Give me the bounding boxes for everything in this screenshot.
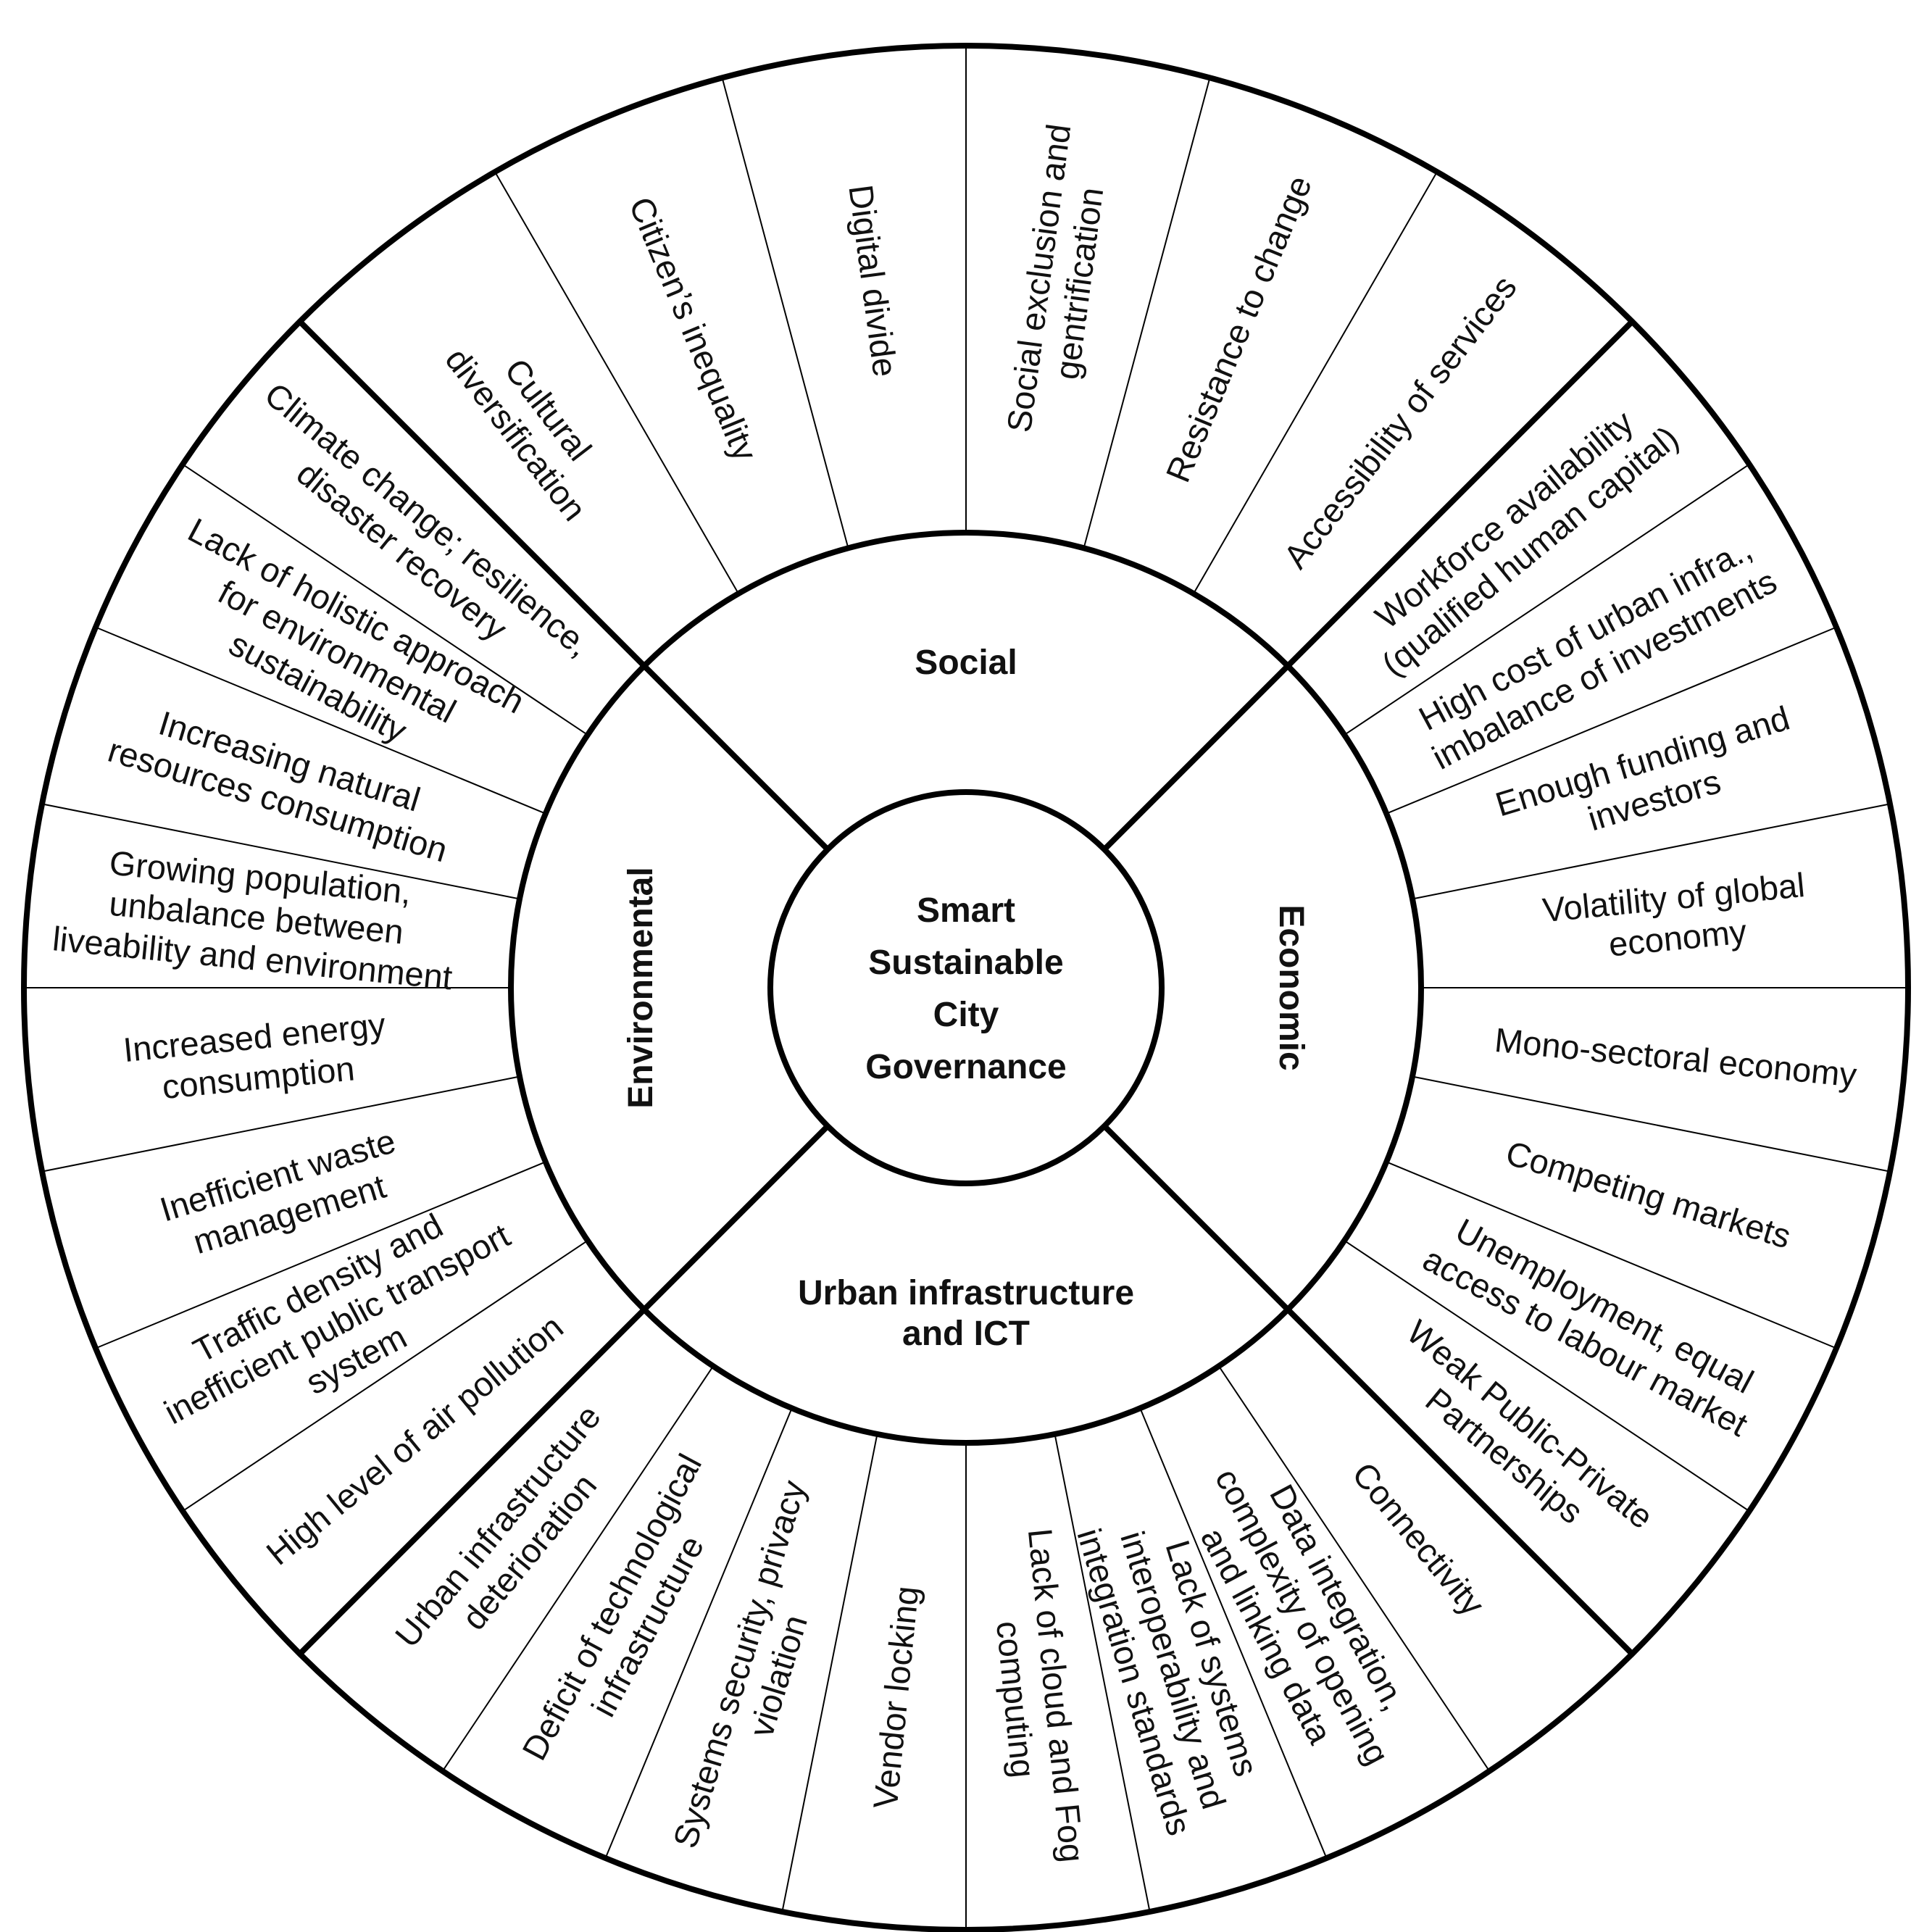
item-separator <box>1054 1433 1151 1912</box>
item-label-urban: Connectivity <box>1345 1455 1493 1623</box>
category-dividers <box>297 319 1635 1657</box>
category-label-economic: Economic <box>1272 904 1310 1070</box>
category-divider-outer <box>1286 1307 1635 1657</box>
item-separator <box>1412 803 1891 900</box>
item-separator <box>781 1433 878 1912</box>
item-separator <box>721 78 849 549</box>
item-label-social: Digital divide <box>841 183 904 379</box>
item-label-social: Social exclusion andgentrification <box>999 122 1118 440</box>
item-separator <box>441 1365 714 1772</box>
item-label-urban: Systems security, privacyviolation <box>665 1475 852 1864</box>
item-separator <box>494 171 739 594</box>
item-separator <box>1139 1407 1328 1859</box>
category-divider-inner <box>642 1124 830 1312</box>
category-divider-outer <box>1286 319 1635 668</box>
category-divider-inner <box>642 664 830 852</box>
item-label-urban: Vendor locking <box>866 1584 926 1810</box>
category-divider-outer <box>297 1307 646 1657</box>
category-label-social: Social <box>915 644 1017 682</box>
item-separator <box>95 626 546 815</box>
item-label-social: Citizen’s inequality <box>622 191 765 467</box>
category-divider-outer <box>297 319 646 668</box>
item-separator <box>1193 171 1438 594</box>
category-divider-inner <box>1102 664 1290 852</box>
middle-ring <box>508 530 1424 1446</box>
item-label-urban: Lack of cloud and Fogcomputing <box>980 1527 1092 1868</box>
item-separator <box>1218 1365 1491 1772</box>
item-separator <box>1344 463 1750 736</box>
item-separator <box>182 1240 588 1512</box>
item-label-social: Culturaldiversification <box>438 316 626 528</box>
outer-ring <box>21 43 1911 1932</box>
item-separator <box>41 1075 520 1173</box>
item-separator <box>41 803 520 900</box>
item-separator <box>1412 1075 1891 1173</box>
item-label-economic: Mono-sectoral economy <box>1493 1020 1859 1094</box>
item-separator <box>1386 1161 1837 1349</box>
item-label-environmental: Growing population,unbalance betweenlive… <box>51 838 462 996</box>
item-separator <box>95 1161 546 1349</box>
item-label-economic: Competing markets <box>1502 1133 1795 1256</box>
item-separators <box>24 46 1908 1930</box>
item-label-environmental: Increased energyconsumption <box>122 1005 392 1109</box>
category-label-environmental: Environmental <box>622 867 660 1108</box>
item-separator <box>1344 1240 1750 1512</box>
item-separator <box>182 463 588 736</box>
item-separator <box>1083 78 1211 549</box>
category-divider-inner <box>1102 1124 1290 1312</box>
center-ring <box>767 789 1165 1186</box>
item-label-economic: Volatility of globaleconomy <box>1541 865 1810 970</box>
item-separator <box>604 1407 793 1859</box>
item-separator <box>1386 626 1837 815</box>
item-label-social: Resistance to change <box>1158 170 1319 488</box>
